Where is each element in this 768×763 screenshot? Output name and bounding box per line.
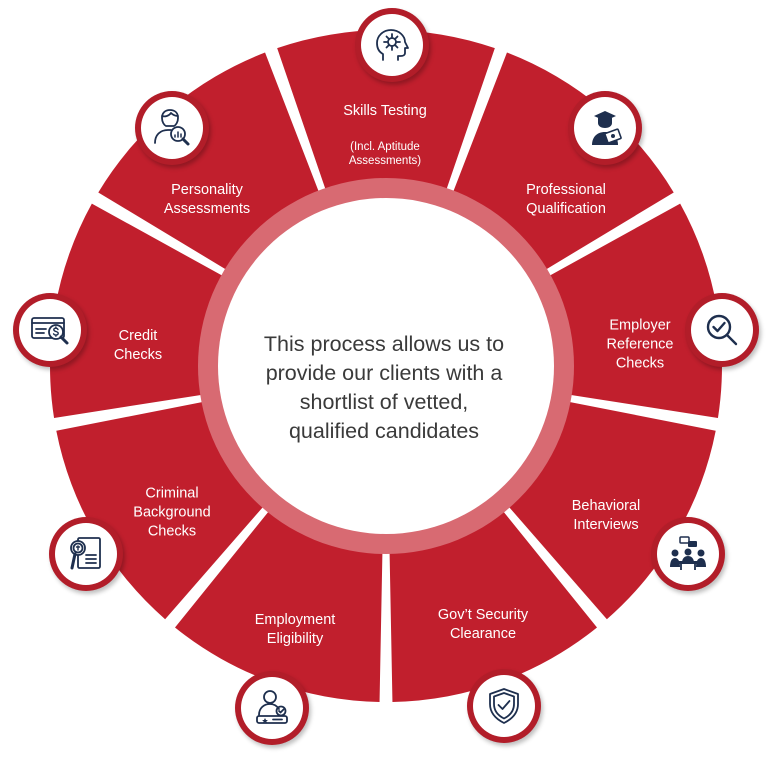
badge-credit-checks	[13, 293, 87, 367]
badge-criminal-background-checks	[49, 517, 123, 591]
badge-professional-qualification	[568, 91, 642, 165]
segment-label-behavioral-interviews: Behavioral Interviews	[571, 498, 641, 533]
head-gear-icon	[376, 29, 409, 61]
badge-employment-eligibility	[235, 671, 309, 745]
segment-label-professional-qualification: Professional Qualification	[526, 182, 606, 217]
magnifier-check-icon	[706, 314, 738, 346]
person-chart-icon	[154, 109, 190, 146]
segment-label-credit-checks: Credit Checks	[113, 328, 163, 363]
graduate-diploma-icon	[592, 111, 622, 145]
shield-check-icon	[489, 688, 519, 724]
segment-skills-testing	[277, 30, 495, 225]
center-disc	[218, 198, 554, 534]
credit-card-magnifier-icon	[31, 317, 69, 345]
segment-label-criminal-background-checks: Criminal Background Checks	[133, 485, 211, 540]
badge-employer-reference-checks	[685, 293, 759, 367]
segment-label-skills-testing: Skills Testing (Incl. Aptitude Assessmen…	[343, 103, 427, 167]
segment-label-employer-reference-checks: Employer Reference Checks	[606, 317, 674, 372]
person-certificate-icon	[256, 690, 288, 724]
badge-behavioral-interviews	[651, 517, 725, 591]
segment-label-personality-assessments: Personality Assessments	[163, 182, 251, 217]
segment-label-security-clearance: Gov’t Security Clearance	[437, 607, 529, 642]
document-magnifier-icon	[70, 537, 101, 570]
center-text: This process allows us to provide our cl…	[263, 332, 505, 443]
segment-label-employment-eligibility: Employment Eligibility	[254, 612, 336, 647]
badge-skills-testing	[355, 8, 429, 82]
badge-security-clearance	[467, 669, 541, 743]
interview-meeting-icon	[670, 536, 706, 570]
badge-personality-assessments	[135, 91, 209, 165]
